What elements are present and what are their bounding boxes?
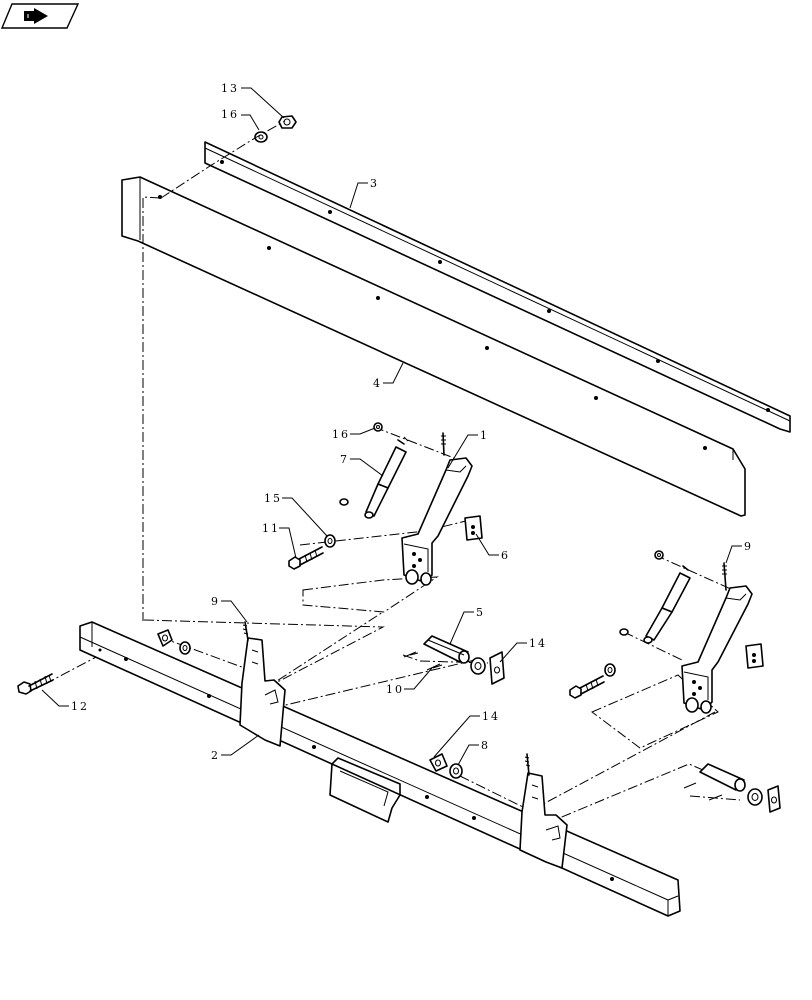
callout-10: 10 bbox=[386, 683, 404, 696]
callout-2: 2 bbox=[211, 749, 220, 762]
callout-16: 16 bbox=[221, 108, 239, 121]
leader-lines bbox=[41, 87, 742, 766]
washer-part-16-top bbox=[254, 131, 268, 143]
cotter-pin-part-10 bbox=[403, 651, 443, 671]
handle bbox=[329, 757, 401, 823]
arm-part-1-left bbox=[401, 457, 473, 586]
back-arrow-icon[interactable] bbox=[0, 3, 80, 29]
washer-part-15 bbox=[324, 534, 336, 548]
bolt-part-11 bbox=[288, 546, 324, 570]
callout-15: 15 bbox=[264, 492, 282, 505]
washer-left-beam bbox=[157, 629, 173, 647]
washer-right-mid bbox=[604, 663, 616, 677]
bushing-part-8 bbox=[449, 763, 463, 779]
callout-11: 11 bbox=[262, 522, 280, 535]
callout-16: 16 bbox=[332, 428, 350, 441]
bushing-right-lower bbox=[747, 788, 763, 806]
bushing-left-beam bbox=[179, 641, 191, 655]
gas-strut-right bbox=[643, 565, 691, 644]
clip-part-6-left bbox=[464, 515, 483, 541]
pin-right-lower bbox=[683, 763, 746, 801]
pin-part-9-right bbox=[722, 562, 727, 591]
washer-part-14-upper bbox=[489, 651, 505, 685]
arm-right bbox=[681, 585, 753, 714]
callout-14: 14 bbox=[482, 710, 500, 723]
callout-4: 4 bbox=[373, 377, 382, 390]
gas-strut-part-7-left bbox=[364, 436, 409, 519]
callout-9: 9 bbox=[211, 595, 220, 608]
bolt-part-12 bbox=[17, 673, 54, 695]
beam-part-2 bbox=[79, 621, 681, 917]
callout-13: 13 bbox=[221, 82, 239, 95]
callout-1: 1 bbox=[480, 429, 489, 442]
bracket-right bbox=[519, 772, 568, 869]
callout-3: 3 bbox=[370, 177, 379, 190]
bushing-mid bbox=[470, 657, 486, 675]
callout-12: 12 bbox=[71, 700, 89, 713]
pin-part-1-top bbox=[441, 432, 446, 456]
bolt-right bbox=[569, 675, 605, 699]
callout-14: 14 bbox=[529, 637, 547, 650]
washer-part-16-mid bbox=[373, 422, 383, 432]
washer-right-lower bbox=[767, 785, 781, 813]
callout-8: 8 bbox=[481, 739, 490, 752]
pin-part-5 bbox=[423, 635, 470, 664]
washer-right-strut-bottom bbox=[619, 628, 629, 636]
washer-part-14-lower bbox=[429, 753, 448, 772]
clip-right bbox=[745, 643, 764, 669]
callout-7: 7 bbox=[340, 453, 349, 466]
callout-6: 6 bbox=[501, 549, 510, 562]
pin-part-9-left bbox=[242, 621, 249, 641]
callout-9: 9 bbox=[744, 540, 753, 553]
nut-part-13 bbox=[278, 115, 297, 129]
strip-part-3 bbox=[204, 141, 791, 433]
callout-5: 5 bbox=[476, 606, 485, 619]
pin-part-9-beam-right bbox=[524, 753, 531, 776]
board-part-4 bbox=[121, 176, 746, 517]
bracket-left bbox=[239, 637, 286, 747]
callout-labels: 13 16 3 4 16 1 7 15 11 6 9 9 5 14 10 12 … bbox=[71, 82, 753, 762]
washer-left-strut-bottom bbox=[339, 498, 349, 506]
washer-right-top bbox=[654, 550, 664, 560]
